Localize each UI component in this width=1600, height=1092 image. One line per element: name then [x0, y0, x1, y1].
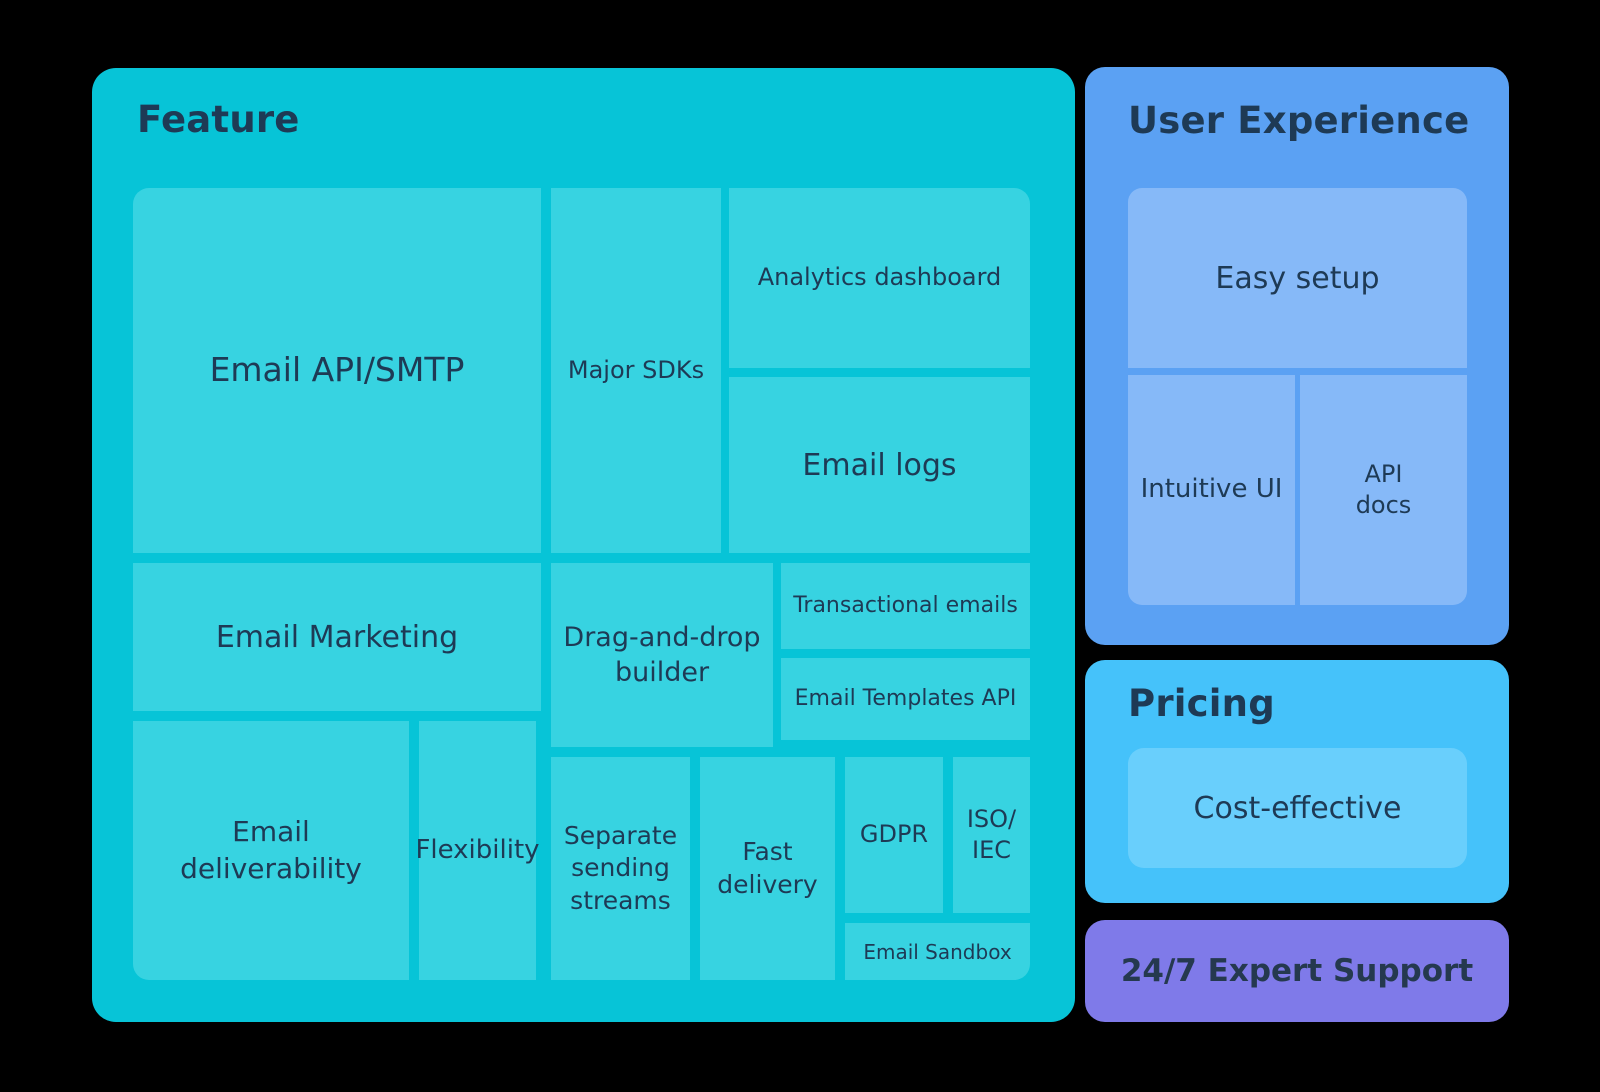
user-experience-panel-title: User Experience — [1128, 99, 1470, 142]
treemap-tile-major-sdks: Major SDKs — [551, 188, 721, 553]
treemap-tile-email-logs: Email logs — [729, 377, 1030, 553]
treemap-tile-email-marketing: Email Marketing — [133, 563, 541, 711]
expert-support-banner: 24/7 Expert Support — [1085, 920, 1509, 1022]
treemap-tile-easy-setup: Easy setup — [1128, 188, 1467, 368]
treemap-tile-analytics-dashboard: Analytics dashboard — [729, 188, 1030, 368]
pricing-panel: Pricing Cost-effective — [1085, 660, 1509, 903]
treemap-tile-email-sandbox: Email Sandbox — [845, 923, 1030, 980]
feature-panel-title: Feature — [137, 98, 300, 141]
treemap-tile-flexibility: Flexibility — [415, 721, 540, 980]
treemap-tile-email-deliverability: Email deliverability — [133, 721, 409, 980]
treemap-tile-api-docs: API docs — [1300, 375, 1467, 605]
treemap-tile-intuitive-ui: Intuitive UI — [1128, 375, 1295, 605]
treemap-tile-separate-sending-streams: Separate sending streams — [551, 757, 690, 980]
treemap-tile-gdpr: GDPR — [845, 757, 943, 913]
treemap-tile-transactional-emails: Transactional emails — [781, 563, 1030, 649]
treemap-tile-cost-effective: Cost-effective — [1128, 748, 1467, 868]
expert-support-label: 24/7 Expert Support — [1120, 953, 1474, 989]
treemap-tile-drag-and-drop-builder: Drag-and-drop builder — [551, 563, 773, 747]
pricing-treemap-area: Cost-effective — [1128, 748, 1467, 868]
treemap-tile-fast-delivery: Fast delivery — [700, 757, 835, 980]
treemap-tile-email-api-smtp: Email API/SMTP — [133, 188, 541, 553]
treemap-tile-email-templates-api: Email Templates API — [781, 658, 1030, 740]
treemap-tile-iso-iec: ISO/ IEC — [953, 757, 1030, 913]
pricing-panel-title: Pricing — [1128, 682, 1275, 725]
